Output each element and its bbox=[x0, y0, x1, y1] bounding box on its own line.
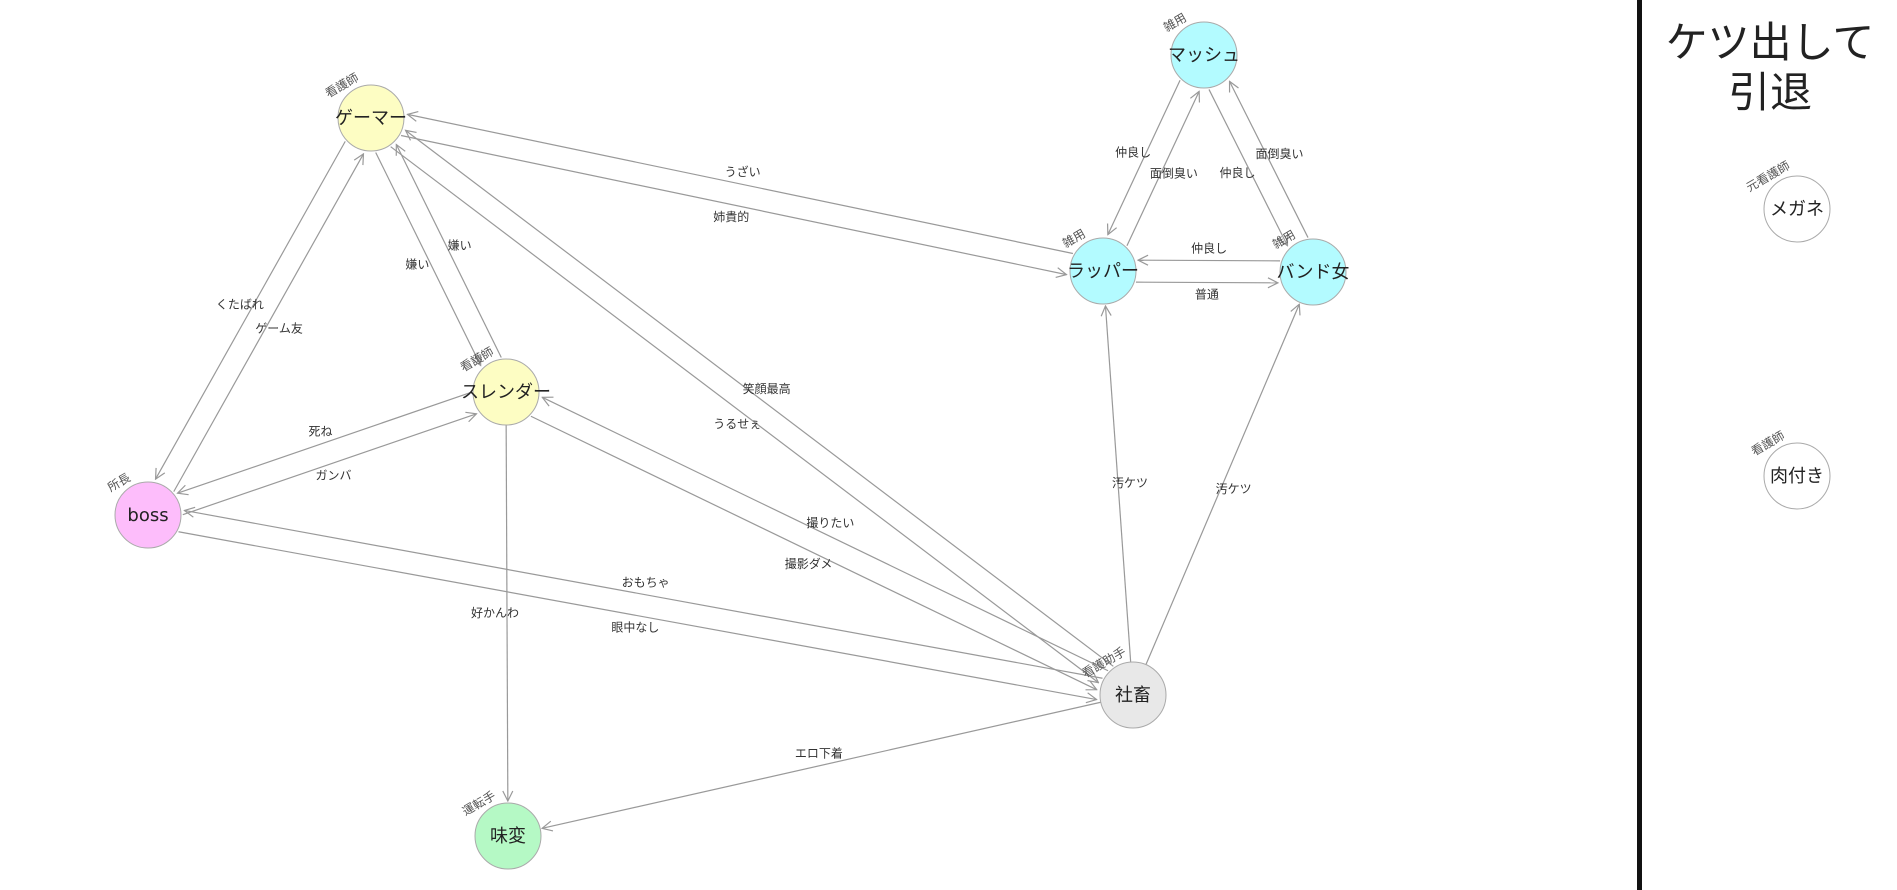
node-circle bbox=[472, 358, 540, 426]
node-label: ラッパー bbox=[1067, 261, 1139, 282]
edge-rapper-to-gamer bbox=[408, 114, 1074, 255]
edge-shachiku-to-boss bbox=[184, 510, 1103, 679]
node-label: マッシュ bbox=[1168, 45, 1240, 66]
node-circle bbox=[1170, 21, 1238, 89]
relationship-graph: うざい姉貴的くたばれゲーム友嫌い嫌い笑顔最高うるせぇ死ねガンバ撮りたい撮影ダメお… bbox=[105, 10, 1350, 870]
node-circle bbox=[1763, 442, 1831, 510]
edge-gamer-to-slender bbox=[375, 152, 481, 365]
edge-label: 面倒臭い bbox=[1150, 166, 1198, 181]
edge-label: 面倒臭い bbox=[1255, 146, 1303, 161]
edge-shachiku-to-ajihen bbox=[542, 701, 1101, 828]
edge-label: うざい bbox=[725, 164, 761, 179]
edge-label: くたばれ bbox=[216, 297, 264, 311]
edge-slender-to-shachiku bbox=[530, 415, 1097, 689]
edge-label: ゲーム友 bbox=[255, 322, 303, 336]
edges-layer bbox=[156, 79, 1309, 828]
edge-label: 普通 bbox=[1195, 287, 1219, 301]
panel-divider bbox=[1637, 0, 1642, 890]
edge-bandwoman-to-rapper bbox=[1138, 260, 1281, 261]
edge-mash-to-bandwoman bbox=[1208, 89, 1287, 245]
node-circle bbox=[114, 481, 182, 549]
edge-label: 嫌い bbox=[448, 239, 472, 253]
edge-slender-to-ajihen bbox=[506, 424, 508, 801]
node-circle bbox=[1069, 237, 1137, 305]
edge-label: 眼中なし bbox=[611, 619, 659, 634]
retired-title-line1: ケツ出して bbox=[1665, 18, 1875, 67]
edge-label: 嫌い bbox=[405, 257, 429, 271]
edge-label: 笑顔最高 bbox=[743, 381, 791, 396]
edge-label: ガンバ bbox=[316, 469, 352, 483]
node-label: ゲーマー bbox=[335, 108, 407, 129]
edge-shachiku-to-gamer bbox=[406, 130, 1114, 667]
edge-label: 仲良し bbox=[1191, 241, 1227, 256]
edge-label: 撮りたい bbox=[806, 516, 854, 530]
edge-boss-to-shachiku bbox=[178, 531, 1096, 700]
retired-panel-title: ケツ出して 引退 bbox=[1655, 18, 1885, 118]
edge-slender-to-gamer bbox=[396, 145, 502, 358]
edge-gamer-to-shachiku bbox=[390, 146, 1099, 683]
edge-shachiku-to-rapper bbox=[1105, 306, 1132, 663]
edge-mash-to-rapper bbox=[1108, 79, 1181, 234]
node-circle bbox=[474, 802, 542, 870]
edge-boss-to-gamer bbox=[173, 154, 364, 492]
node-label: boss bbox=[127, 505, 168, 526]
edge-slender-to-boss bbox=[178, 391, 472, 493]
edge-gamer-to-rapper bbox=[400, 134, 1066, 275]
edge-label: 汚ケツ bbox=[1216, 482, 1252, 496]
edge-label: 好かんわ bbox=[471, 606, 519, 620]
edge-boss-to-slender bbox=[182, 414, 477, 516]
retired-title-line2: 引退 bbox=[1727, 68, 1812, 117]
node-circle bbox=[1099, 661, 1167, 729]
node-circle bbox=[1279, 238, 1347, 306]
edge-label: うるせぇ bbox=[713, 417, 761, 431]
edge-label: 死ね bbox=[308, 424, 332, 438]
node-label: 味変 bbox=[490, 826, 526, 847]
edge-label: 姉貴的 bbox=[713, 209, 749, 224]
node-label: メガネ bbox=[1770, 199, 1824, 220]
edge-label: 撮影ダメ bbox=[785, 556, 833, 571]
edge-rapper-to-mash bbox=[1126, 91, 1199, 247]
node-label: スレンダー bbox=[461, 382, 551, 403]
edge-label: 仲良し bbox=[1219, 165, 1255, 180]
edge-rapper-to-bandwoman bbox=[1135, 282, 1278, 283]
node-circle bbox=[1763, 175, 1831, 243]
edge-label: エロ下着 bbox=[795, 746, 843, 761]
node-label: バンド女 bbox=[1277, 262, 1350, 283]
node-label: 社畜 bbox=[1115, 685, 1151, 706]
edge-label: おもちゃ bbox=[622, 576, 670, 590]
edge-shachiku-to-slender bbox=[542, 397, 1109, 672]
edge-label: 仲良し bbox=[1115, 144, 1151, 159]
edge-shachiku-to-bandwoman bbox=[1145, 304, 1299, 665]
edge-bandwoman-to-mash bbox=[1230, 81, 1309, 238]
node-circle bbox=[337, 84, 405, 152]
node-label: 肉付き bbox=[1770, 466, 1824, 487]
edge-labels-layer: うざい姉貴的くたばれゲーム友嫌い嫌い笑顔最高うるせぇ死ねガンバ撮りたい撮影ダメお… bbox=[216, 144, 1304, 760]
edge-label: 汚ケツ bbox=[1112, 476, 1148, 490]
edge-gamer-to-boss bbox=[156, 141, 346, 479]
